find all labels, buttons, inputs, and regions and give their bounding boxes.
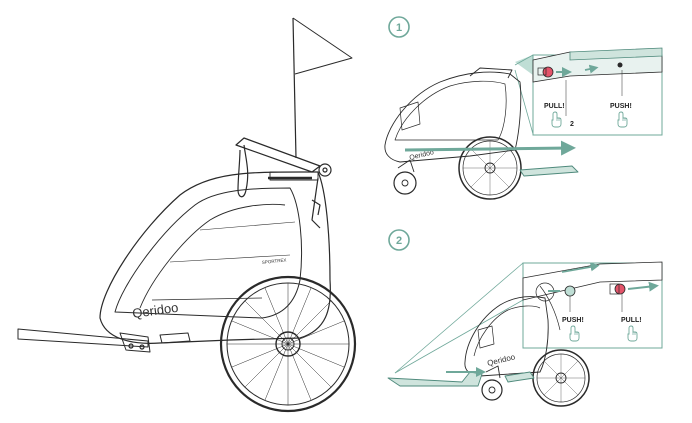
step-2-brand-text: Qeridoo xyxy=(486,352,516,368)
large-wheel xyxy=(219,275,357,413)
step-1-step-number-label: 2 xyxy=(570,121,574,128)
step-1-pull-label: PULL! xyxy=(544,103,565,110)
step-2-push-label: PUSH! xyxy=(562,317,584,324)
main-trailer xyxy=(17,17,357,413)
step-1-badge: 1 xyxy=(388,16,410,38)
tow-bar xyxy=(17,328,151,353)
step-1-detail-box xyxy=(532,47,663,136)
svg-text:2: 2 xyxy=(396,235,402,247)
flag-icon xyxy=(292,17,353,159)
push-handle xyxy=(235,137,332,229)
step-2-badge: 2 xyxy=(388,229,410,251)
step-1-push-label: PUSH! xyxy=(610,103,632,110)
main-brand-text: Qeridoo xyxy=(131,300,179,321)
svg-text:1: 1 xyxy=(396,22,402,34)
main-model-text: SPORTREX xyxy=(262,257,287,265)
arrow-icon xyxy=(404,140,576,156)
step-2-pull-label: PULL! xyxy=(621,317,642,324)
step-1-trailer xyxy=(384,67,579,200)
